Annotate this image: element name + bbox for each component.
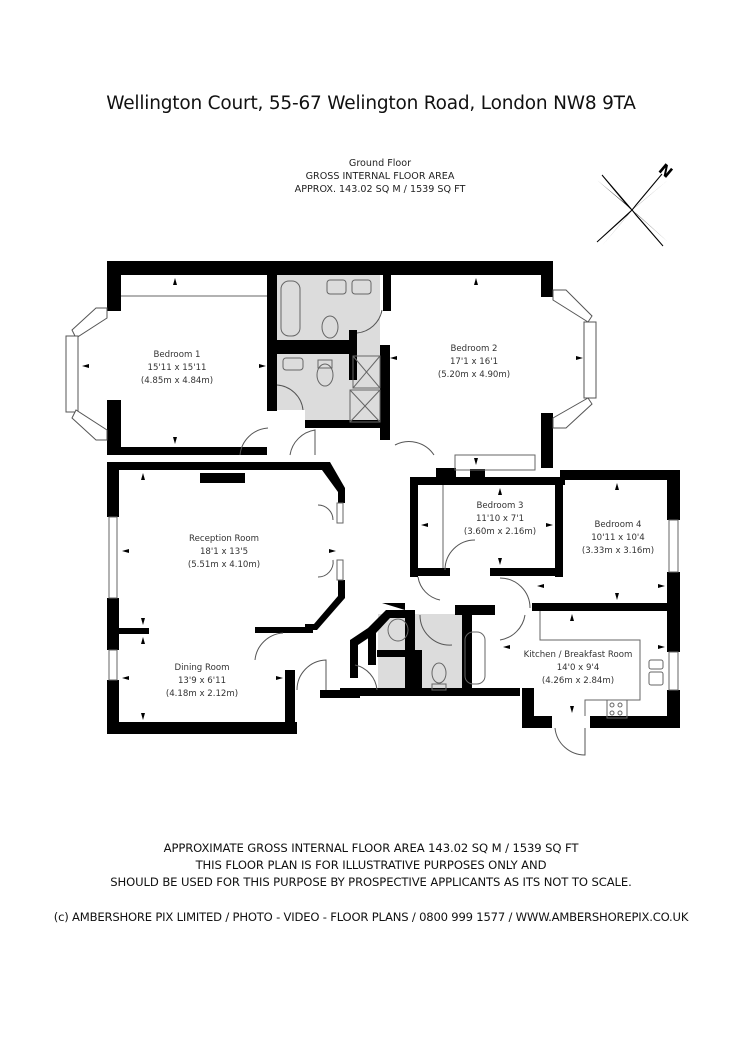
floor-area-label: GROSS INTERNAL FLOOR AREA <box>305 171 455 182</box>
floor-name: Ground Floor <box>348 158 412 169</box>
svg-text:Bedroom 3: Bedroom 3 <box>476 501 523 511</box>
svg-text:(3.33m x 3.16m): (3.33m x 3.16m) <box>582 546 654 556</box>
room-kitchen: Kitchen / Breakfast Room 14'0 x 9'4 (4.2… <box>524 650 633 686</box>
svg-text:(5.20m x 4.90m): (5.20m x 4.90m) <box>438 370 510 380</box>
floor-area-heading: Ground Floor GROSS INTERNAL FLOOR AREA A… <box>0 157 742 196</box>
svg-text:(4.85m x 4.84m): (4.85m x 4.84m) <box>141 376 213 386</box>
room-reception: Reception Room 18'1 x 13'5 (5.51m x 4.10… <box>188 534 260 570</box>
disclaimer-line-3: SHOULD BE USED FOR THIS PURPOSE BY PROSP… <box>110 875 632 889</box>
disclaimer: APPROXIMATE GROSS INTERNAL FLOOR AREA 14… <box>0 840 742 891</box>
svg-text:Bedroom 1: Bedroom 1 <box>153 350 200 360</box>
svg-text:14'0 x 9'4: 14'0 x 9'4 <box>557 663 600 673</box>
room-bedroom-1: Bedroom 1 15'11 x 15'11 (4.85m x 4.84m) <box>141 350 213 386</box>
disclaimer-line-1: APPROXIMATE GROSS INTERNAL FLOOR AREA 14… <box>163 841 579 855</box>
svg-text:Bedroom 2: Bedroom 2 <box>450 344 497 354</box>
svg-text:Kitchen / Breakfast Room: Kitchen / Breakfast Room <box>524 650 633 660</box>
dimension-markers <box>82 278 665 720</box>
doors <box>239 309 586 756</box>
walls <box>107 261 680 734</box>
copyright-credit: (c) AMBERSHORE PIX LIMITED / PHOTO - VID… <box>53 910 689 924</box>
svg-text:11'10 x 7'1: 11'10 x 7'1 <box>476 514 524 524</box>
svg-text:(4.18m x 2.12m): (4.18m x 2.12m) <box>166 689 238 699</box>
svg-text:15'11 x 15'11: 15'11 x 15'11 <box>147 363 206 373</box>
svg-text:(5.51m x 4.10m): (5.51m x 4.10m) <box>188 560 260 570</box>
room-bedroom-3: Bedroom 3 11'10 x 7'1 (3.60m x 2.16m) <box>464 501 536 537</box>
svg-text:Bedroom 4: Bedroom 4 <box>594 520 641 530</box>
svg-text:10'11 x 10'4: 10'11 x 10'4 <box>591 533 645 543</box>
svg-text:13'9 x 6'11: 13'9 x 6'11 <box>178 676 226 686</box>
side-windows <box>108 502 679 691</box>
room-bedroom-4: Bedroom 4 10'11 x 10'4 (3.33m x 3.16m) <box>582 520 654 556</box>
room-dining: Dining Room 13'9 x 6'11 (4.18m x 2.12m) <box>166 663 238 699</box>
svg-text:Reception Room: Reception Room <box>189 534 259 544</box>
svg-text:17'1 x 16'1: 17'1 x 16'1 <box>450 357 498 367</box>
disclaimer-line-2: THIS FLOOR PLAN IS FOR ILLUSTRATIVE PURP… <box>195 858 547 872</box>
bay-window-right <box>552 289 597 429</box>
floor-area-value: APPROX. 143.02 SQ M / 1539 SQ FT <box>294 184 466 195</box>
bay-window-left <box>65 307 108 441</box>
north-compass-rose-icon: N <box>596 160 676 247</box>
svg-text:18'1 x 13'5: 18'1 x 13'5 <box>200 547 248 557</box>
room-bedroom-2: Bedroom 2 17'1 x 16'1 (5.20m x 4.90m) <box>438 344 510 380</box>
svg-text:Dining Room: Dining Room <box>175 663 230 673</box>
fixtures-outline <box>121 279 664 719</box>
svg-text:(3.60m x 2.16m): (3.60m x 2.16m) <box>464 527 536 537</box>
page-title: Wellington Court, 55-67 Welington Road, … <box>106 93 636 114</box>
svg-text:(4.26m x 2.84m): (4.26m x 2.84m) <box>542 676 614 686</box>
